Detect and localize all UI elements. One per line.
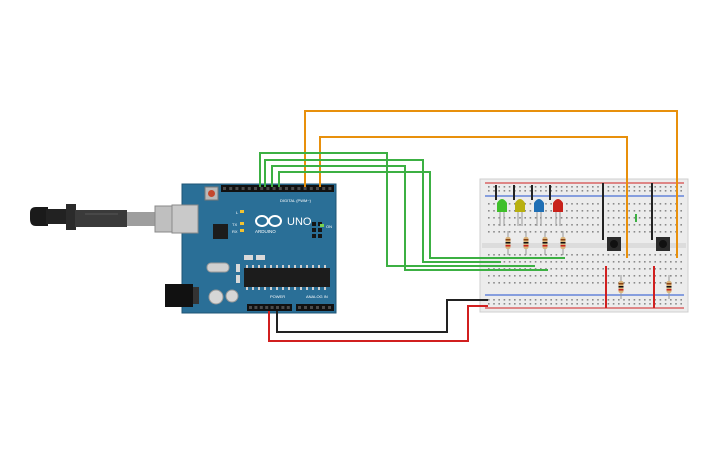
- resistor-6[interactable]: [666, 275, 672, 299]
- wire-orange-1[interactable]: [304, 110, 678, 258]
- led-blue[interactable]: [534, 199, 544, 226]
- usb-cable[interactable]: [30, 204, 190, 233]
- usb-chip: [213, 224, 228, 239]
- resistor-2[interactable]: [523, 231, 529, 255]
- resistor-3[interactable]: [542, 231, 548, 255]
- l-label: L: [236, 210, 239, 215]
- jumper-wires: [495, 183, 655, 308]
- resistor-5[interactable]: [618, 275, 624, 299]
- pushbutton-1[interactable]: [607, 237, 621, 251]
- arduino-logo: [255, 215, 282, 227]
- capacitor-1: [208, 289, 224, 305]
- dc-power-jack: [165, 284, 193, 307]
- rx-label: RX: [232, 229, 238, 234]
- tx-label: TX: [232, 222, 237, 227]
- wire-green-3[interactable]: [271, 165, 548, 271]
- digital-header[interactable]: [221, 185, 334, 192]
- uno-label: UNO: [287, 216, 312, 228]
- wire-red[interactable]: [268, 305, 488, 342]
- wire-green-4[interactable]: [278, 171, 565, 259]
- brand-label: ARDUINO: [255, 229, 276, 234]
- wire-orange-2[interactable]: [319, 136, 628, 258]
- on-label: ON: [326, 224, 332, 229]
- resistor-4[interactable]: [560, 231, 566, 255]
- analog-label: ANALOG IN: [306, 294, 328, 299]
- wire-black[interactable]: [276, 299, 488, 333]
- pushbutton-2[interactable]: [656, 237, 670, 251]
- resistor-1[interactable]: [505, 231, 511, 255]
- wire-green-2[interactable]: [264, 159, 501, 263]
- digital-label: DIGITAL (PWM~): [280, 198, 312, 203]
- capacitor-2: [225, 289, 239, 303]
- crystal: [206, 262, 230, 273]
- power-label: POWER: [270, 294, 285, 299]
- analog-header[interactable]: [296, 304, 334, 311]
- led-yellow[interactable]: [515, 199, 525, 226]
- led-red[interactable]: [553, 199, 563, 226]
- arduino-uno-board[interactable]: UNO ARDUINO DIGITAL (PWM~) POWER ANALOG …: [165, 183, 337, 314]
- atmega-chip: [244, 268, 330, 287]
- led-green[interactable]: [497, 199, 507, 226]
- usb-jack: [171, 204, 199, 234]
- power-header[interactable]: [247, 304, 292, 311]
- wire-green-1[interactable]: [259, 152, 535, 267]
